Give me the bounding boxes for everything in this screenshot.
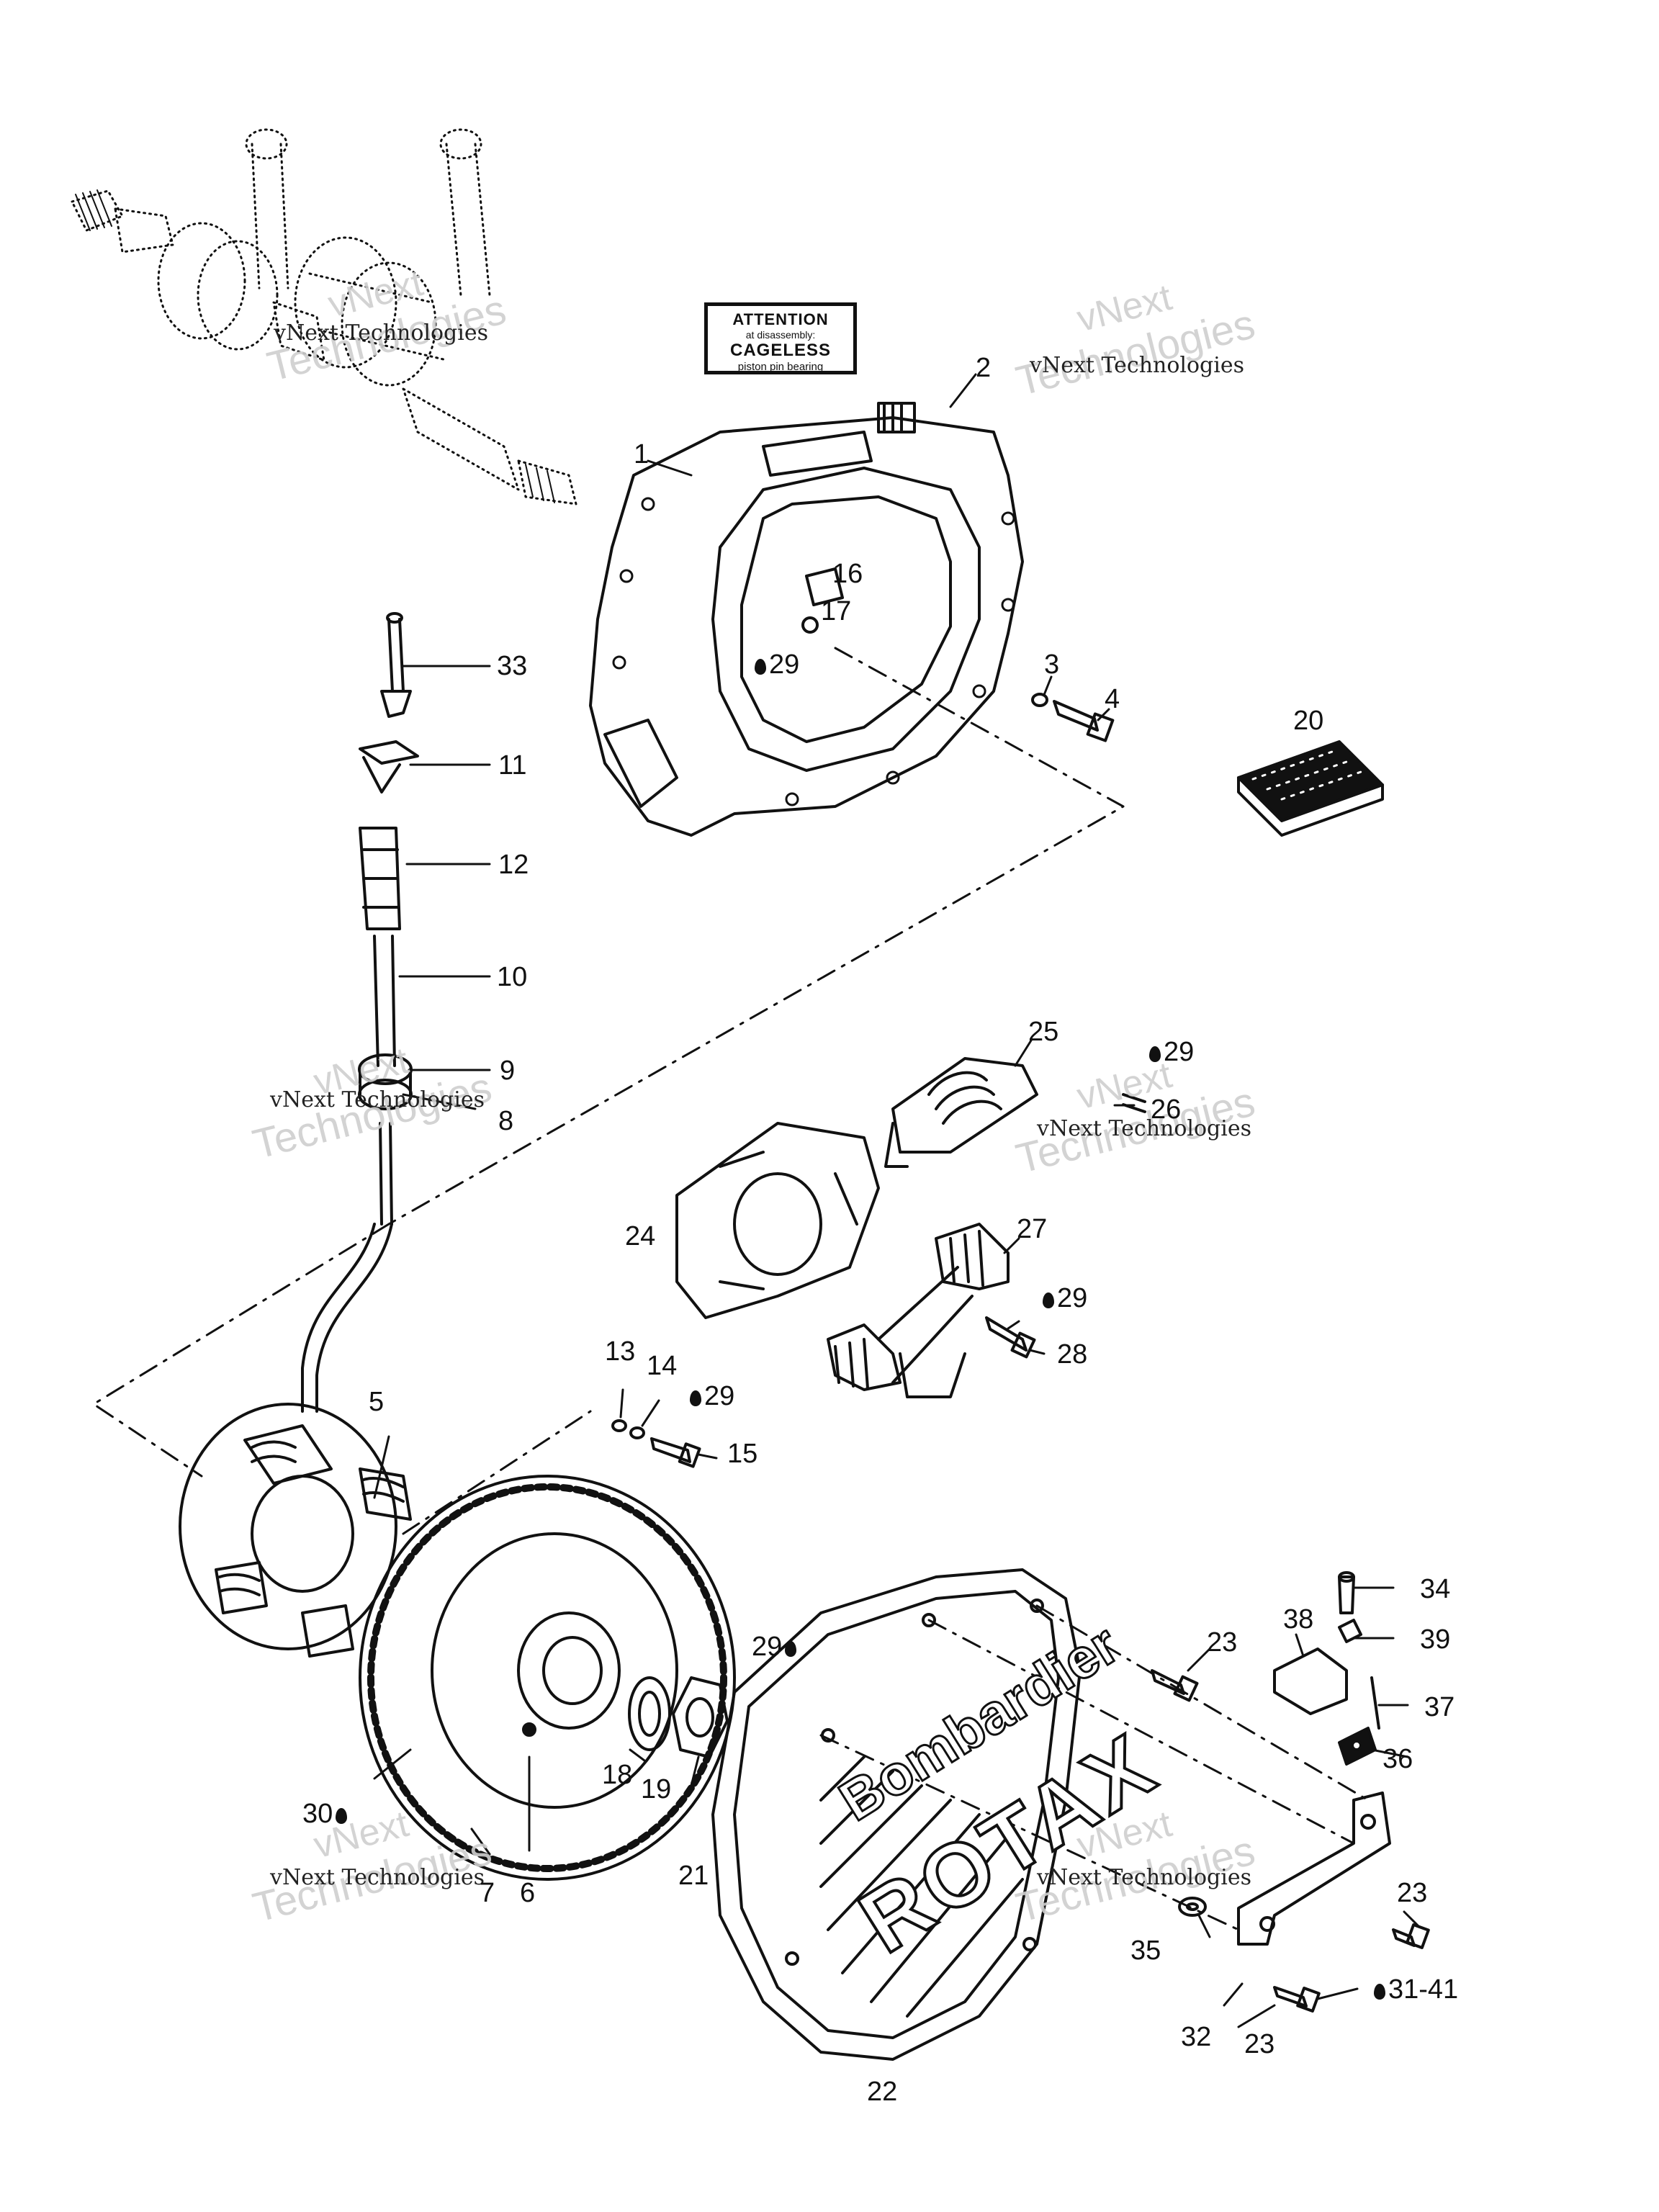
crankcase-bolt-holes xyxy=(612,497,1015,806)
callout-8: 8 xyxy=(498,1106,514,1136)
callout-21: 21 xyxy=(678,1861,709,1891)
callout-29-housing-number: 29 xyxy=(769,649,800,680)
callout-20: 20 xyxy=(1293,706,1324,736)
coil-25-drawing xyxy=(884,1057,1146,1168)
callout-34: 34 xyxy=(1420,1574,1451,1604)
attention-label-line4: piston pin bearing xyxy=(737,361,824,373)
callout-28: 28 xyxy=(1057,1339,1088,1370)
callout-18: 18 xyxy=(602,1760,633,1790)
callout-22: 22 xyxy=(867,2077,898,2107)
callout-14: 14 xyxy=(647,1351,678,1381)
bolt-13-15-drawing xyxy=(611,1419,701,1468)
callout-23-bottom: 23 xyxy=(1244,2029,1275,2059)
oil-drop-icon xyxy=(1149,1046,1161,1062)
attention-label-line3: CAGELESS xyxy=(729,341,832,360)
watermark-1-caption: vNext Technologies xyxy=(274,320,489,346)
callout-29-bolt-number: 29 xyxy=(704,1381,735,1411)
flywheel-7-drawing xyxy=(359,1475,736,1881)
callout-19: 19 xyxy=(641,1774,672,1804)
watermark-3-caption: vNext Technologies xyxy=(270,1087,485,1112)
bracket-32-drawing xyxy=(1237,1571,1391,1946)
callout-1: 1 xyxy=(634,439,649,469)
callout-38: 38 xyxy=(1283,1604,1314,1635)
oil-drop-icon xyxy=(1043,1292,1054,1308)
oil-drop-icon xyxy=(785,1641,797,1657)
sensor-harness-drawing xyxy=(301,612,419,1413)
callout-11: 11 xyxy=(498,750,527,781)
watermark-5-caption: vNext Technologies xyxy=(270,1865,485,1890)
washer-18-nut-19-drawing xyxy=(628,1676,729,1758)
callout-4: 4 xyxy=(1105,684,1120,714)
attention-label: ATTENTION at disassembly: CAGELESS pisto… xyxy=(704,302,857,374)
callout-29-housing: 29 xyxy=(752,651,799,678)
bracket-27-drawing xyxy=(827,1223,1036,1398)
callout-24: 24 xyxy=(625,1221,656,1251)
crankshaft-thread-lines xyxy=(75,189,555,503)
leader-lines xyxy=(373,373,1420,2028)
callout-39: 39 xyxy=(1420,1624,1451,1655)
watermark-6-caption: vNext Technologies xyxy=(1037,1865,1252,1890)
callout-12: 12 xyxy=(498,850,529,880)
watermark-2-caption: vNext Technologies xyxy=(1030,353,1245,378)
callout-29-bracket-number: 29 xyxy=(1057,1283,1088,1313)
callout-17: 17 xyxy=(821,596,852,626)
callout-26: 26 xyxy=(1151,1094,1182,1125)
callout-25: 25 xyxy=(1028,1017,1059,1047)
callout-29-coil: 29 xyxy=(1146,1038,1194,1066)
callout-37: 37 xyxy=(1424,1692,1455,1722)
callout-27: 27 xyxy=(1017,1214,1048,1244)
callout-30: 30 xyxy=(302,1800,350,1827)
callout-31-41-number: 31-41 xyxy=(1388,1974,1459,2005)
callout-2: 2 xyxy=(976,353,992,383)
callout-23-right: 23 xyxy=(1397,1878,1428,1908)
crankshaft-drawing xyxy=(71,128,577,505)
watermark-4-caption: vNext Technologies xyxy=(1037,1116,1252,1141)
callout-23-top: 23 xyxy=(1207,1627,1238,1658)
callout-15: 15 xyxy=(727,1439,758,1469)
callout-5: 5 xyxy=(369,1387,385,1417)
callout-29-bolt: 29 xyxy=(687,1382,734,1410)
callout-7: 7 xyxy=(480,1878,495,1908)
oil-drop-icon xyxy=(755,659,766,675)
stator-5-drawing xyxy=(179,1403,412,1658)
dashed-alignment-lines xyxy=(92,647,1370,1931)
callout-6: 6 xyxy=(520,1878,536,1908)
callout-32: 32 xyxy=(1181,2022,1212,2052)
callout-16: 16 xyxy=(832,559,863,589)
callout-30-number: 30 xyxy=(302,1799,333,1829)
callout-31-41: 31-41 xyxy=(1371,1976,1458,2003)
back-plate-24-drawing xyxy=(675,1122,880,1319)
attention-label-line2: at disassembly: xyxy=(745,329,816,341)
callout-3: 3 xyxy=(1044,649,1060,680)
callout-29-cover: 29 xyxy=(752,1633,799,1660)
oil-drop-icon xyxy=(1374,1984,1385,2000)
oil-drop-icon xyxy=(690,1390,701,1406)
callout-35: 35 xyxy=(1130,1936,1161,1966)
callout-29-bracket: 29 xyxy=(1040,1285,1087,1312)
gasket-pack-20-drawing xyxy=(1237,740,1384,837)
bolt-3-4-drawing xyxy=(1031,693,1115,742)
callout-29-coil-number: 29 xyxy=(1164,1037,1195,1067)
crankcase-housing-drawing xyxy=(589,402,1024,837)
callout-36: 36 xyxy=(1382,1744,1413,1774)
bolts-23-drawing xyxy=(1151,1669,1430,2013)
attention-label-line1: ATTENTION xyxy=(732,310,829,328)
oil-drop-icon xyxy=(336,1808,348,1824)
callout-29-cover-number: 29 xyxy=(752,1632,783,1662)
callout-9: 9 xyxy=(500,1056,516,1086)
callout-13: 13 xyxy=(605,1336,636,1367)
callout-33: 33 xyxy=(497,651,528,681)
callout-10: 10 xyxy=(497,962,528,992)
